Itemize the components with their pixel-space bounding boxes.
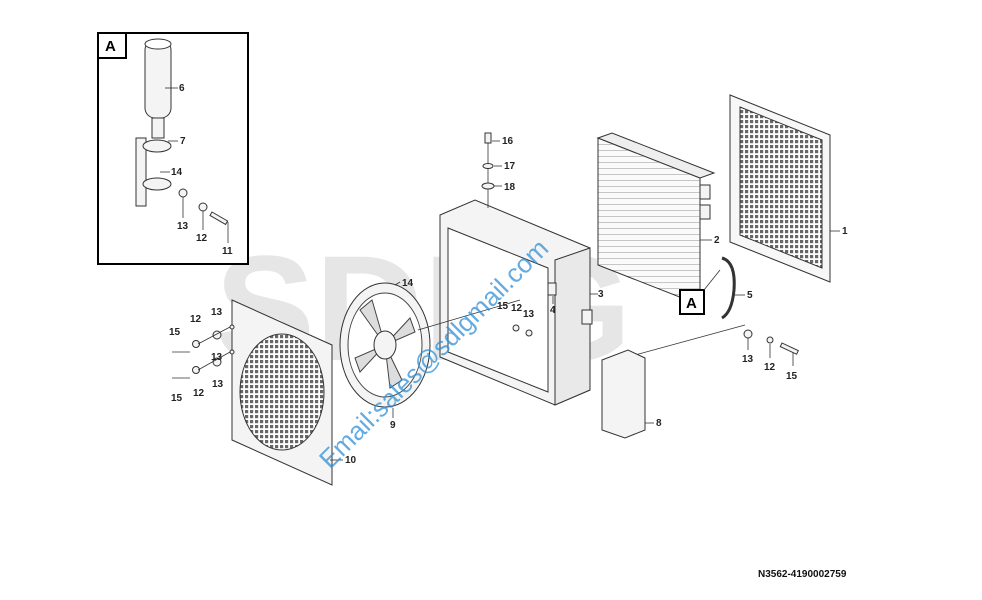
- callout-a-label: A: [686, 295, 697, 312]
- label-13-detail: 13: [177, 221, 189, 232]
- label-15-right: 15: [786, 371, 798, 382]
- label-13-right: 13: [742, 354, 754, 365]
- label-7: 7: [180, 136, 186, 147]
- label-18: 18: [504, 182, 516, 193]
- front-grille-panel: 10: [231, 299, 357, 486]
- label-10: 10: [345, 455, 357, 466]
- label-9: 9: [390, 420, 396, 431]
- right-bolt-group: 13 12 15: [634, 324, 799, 382]
- document-id: N3562-4190002759: [758, 569, 847, 580]
- condenser: 2: [596, 132, 720, 306]
- label-1: 1: [842, 226, 848, 237]
- label-3: 3: [598, 289, 604, 300]
- fan-assembly: 14 9: [339, 278, 431, 431]
- label-6: 6: [179, 83, 185, 94]
- fan-shroud-frame: 3 4 15 12 13: [417, 199, 604, 406]
- label-13-shroud: 13: [523, 309, 535, 320]
- receiver-drier: [144, 38, 172, 139]
- label-12-left-bottom: 12: [193, 388, 205, 399]
- label-15-left-top: 15: [169, 327, 181, 338]
- label-13-left-mid: 13: [211, 352, 223, 363]
- label-12-right: 12: [764, 362, 776, 373]
- cover-plate: 8: [601, 349, 662, 439]
- label-5: 5: [747, 290, 753, 301]
- left-bolt-groups: 15 12 13 13 15 12 13: [169, 307, 235, 404]
- top-fasteners: 16 17 18: [481, 132, 516, 208]
- label-16: 16: [502, 136, 514, 147]
- label-15-left-bottom: 15: [171, 393, 183, 404]
- label-12-detail: 12: [196, 233, 208, 244]
- pipe-and-callout: 5 A: [679, 256, 753, 320]
- label-12-shroud: 12: [511, 303, 523, 314]
- label-12-left-top: 12: [190, 314, 202, 325]
- drier-bracket: [135, 137, 172, 207]
- detail-box-label: A: [105, 38, 116, 55]
- protective-grille: 1: [729, 94, 848, 283]
- label-13-left-bottom: 13: [212, 379, 224, 390]
- detail-box-a: A 6 7 14 13 12 11: [97, 32, 249, 265]
- label-2: 2: [714, 235, 720, 246]
- label-13-left-top: 13: [211, 307, 223, 318]
- label-17: 17: [504, 161, 516, 172]
- label-15-shroud: 15: [497, 301, 509, 312]
- label-11: 11: [222, 246, 233, 257]
- label-14-detail: 14: [171, 167, 183, 178]
- label-14-fan: 14: [402, 278, 414, 289]
- label-4: 4: [550, 305, 556, 316]
- label-8: 8: [656, 418, 662, 429]
